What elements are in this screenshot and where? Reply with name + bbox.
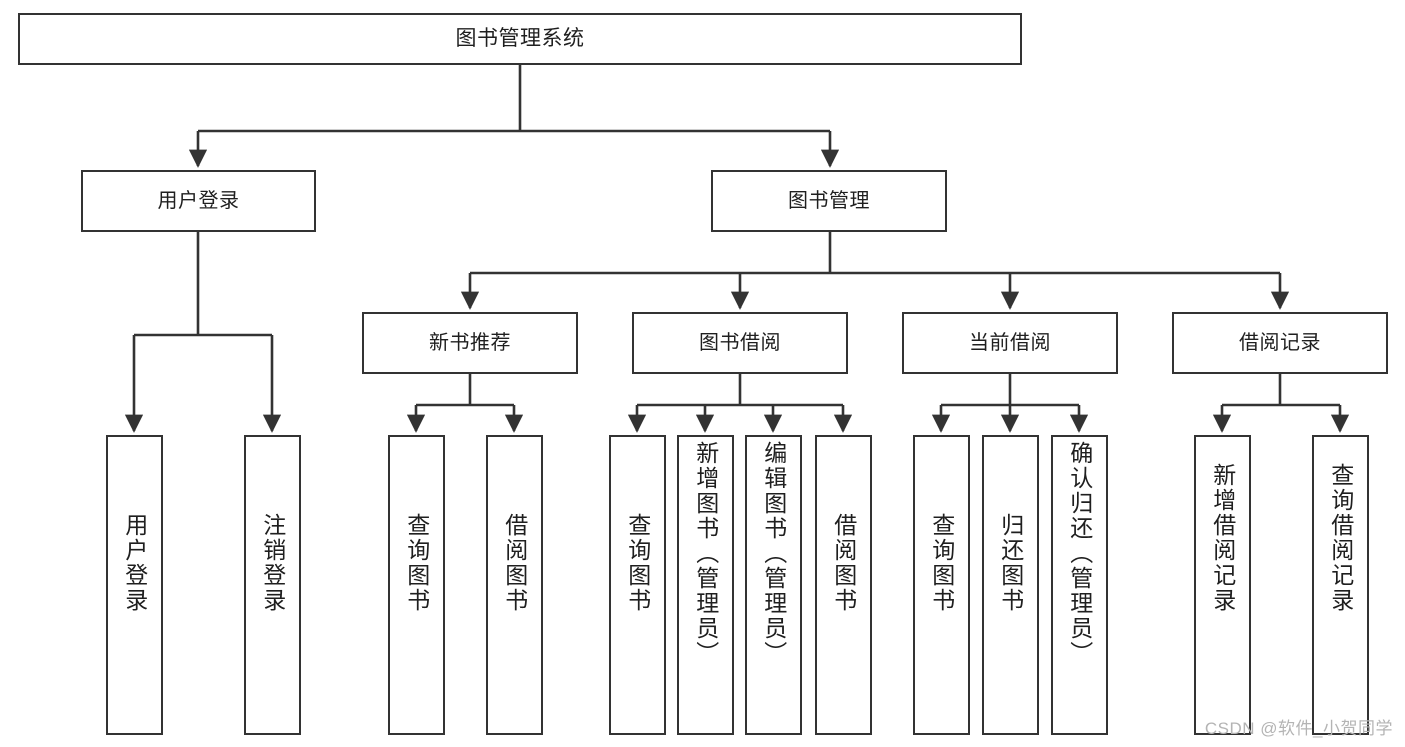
- leaf-label-borrow-book-bb: 借阅图书: [830, 513, 857, 613]
- leaf-label-borrow-book-nb: 借阅图书: [501, 513, 528, 613]
- node-book-manage[interactable]: 图书管理: [711, 170, 947, 232]
- leaf-confirm-return-admin[interactable]: 确认归还（管理员）: [1051, 435, 1108, 735]
- watermark-text: CSDN @软件_小贺同学: [1204, 719, 1393, 738]
- node-borrow-record[interactable]: 借阅记录: [1172, 312, 1388, 374]
- node-label-new-book-recommend: 新书推荐: [429, 331, 511, 354]
- leaf-label-logout: 注销登录: [259, 513, 286, 613]
- leaf-query-book-nb[interactable]: 查询图书: [388, 435, 445, 735]
- node-new-book-recommend[interactable]: 新书推荐: [362, 312, 578, 374]
- leaf-borrow-book-bb[interactable]: 借阅图书: [815, 435, 872, 735]
- leaf-label-add-borrow-record: 新增借阅记录: [1209, 463, 1236, 613]
- leaf-return-book[interactable]: 归还图书: [982, 435, 1039, 735]
- node-label-book-borrow: 图书借阅: [699, 331, 781, 354]
- leaf-borrow-book-nb[interactable]: 借阅图书: [486, 435, 543, 735]
- leaf-label-user-login: 用户登录: [121, 513, 148, 613]
- node-label-book-manage: 图书管理: [788, 189, 870, 212]
- leaf-edit-book-admin[interactable]: 编辑图书（管理员）: [745, 435, 802, 735]
- node-current-borrow[interactable]: 当前借阅: [902, 312, 1118, 374]
- node-label-borrow-record: 借阅记录: [1239, 331, 1321, 354]
- leaf-label-add-book-admin: 新增图书（管理员）: [692, 441, 719, 666]
- node-book-borrow[interactable]: 图书借阅: [632, 312, 848, 374]
- leaf-query-borrow-record[interactable]: 查询借阅记录: [1312, 435, 1369, 735]
- leaf-label-query-book-cb: 查询图书: [928, 513, 955, 613]
- leaf-user-login[interactable]: 用户登录: [106, 435, 163, 735]
- leaf-query-book-cb[interactable]: 查询图书: [913, 435, 970, 735]
- node-label-root: 图书管理系统: [455, 27, 585, 51]
- leaf-logout[interactable]: 注销登录: [244, 435, 301, 735]
- node-user-login[interactable]: 用户登录: [81, 170, 316, 232]
- leaf-label-query-book-bb: 查询图书: [624, 513, 651, 613]
- leaf-add-book-admin[interactable]: 新增图书（管理员）: [677, 435, 734, 735]
- node-label-user-login: 用户登录: [157, 189, 240, 212]
- leaf-label-return-book: 归还图书: [997, 513, 1024, 613]
- leaf-query-book-bb[interactable]: 查询图书: [609, 435, 666, 735]
- leaf-label-edit-book-admin: 编辑图书（管理员）: [760, 441, 787, 666]
- node-root-system[interactable]: 图书管理系统: [18, 13, 1022, 65]
- leaf-label-query-borrow-record: 查询借阅记录: [1327, 463, 1354, 613]
- leaf-label-query-book-nb: 查询图书: [403, 513, 430, 613]
- leaf-add-borrow-record[interactable]: 新增借阅记录: [1194, 435, 1251, 735]
- node-label-current-borrow: 当前借阅: [969, 331, 1051, 354]
- leaf-label-confirm-return-admin: 确认归还（管理员）: [1066, 441, 1093, 666]
